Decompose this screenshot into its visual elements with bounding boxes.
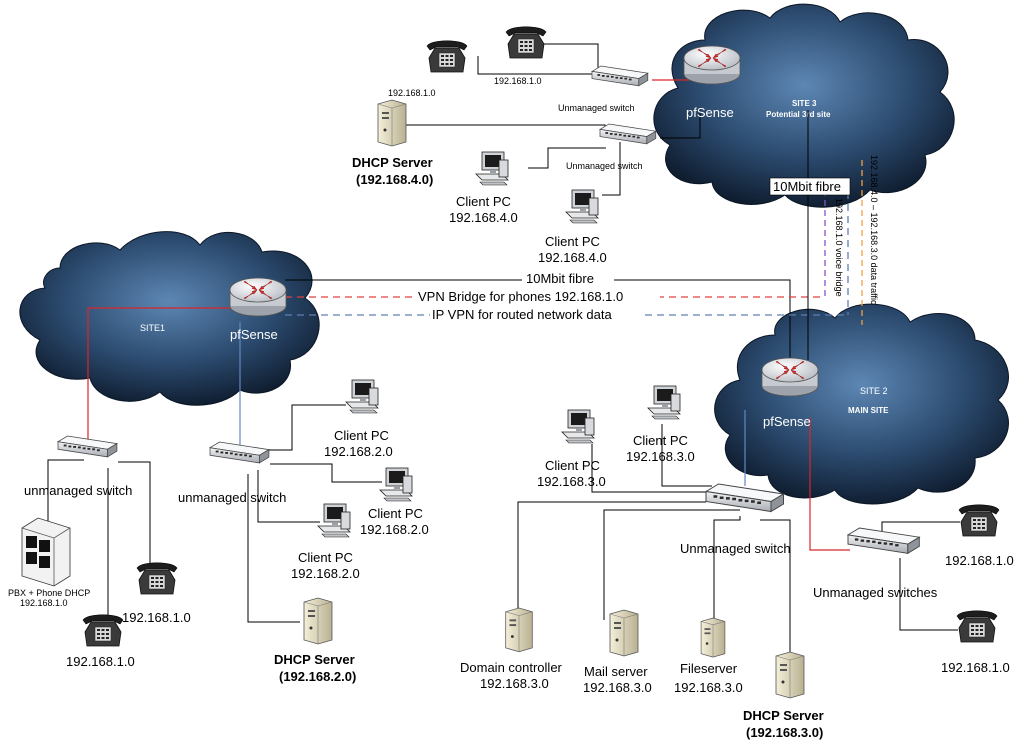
phone-site2-b: [956, 610, 998, 643]
phone-site2-b-ip: 192.168.1.0: [941, 660, 1010, 675]
dhcp-site1-name: DHCP Server: [274, 652, 355, 667]
inter-site-links: 10Mbit fibre VPN Bridge for phones 192.1…: [285, 110, 879, 360]
pbx-site1-ip: 192.168.1.0: [20, 598, 68, 608]
mail-ip: 192.168.3.0: [583, 680, 652, 695]
site1-cloud: SITE1: [19, 231, 320, 406]
domain-controller-server: [505, 607, 533, 653]
phone-site2-a: [958, 504, 1000, 537]
switch-site2-main-label: Unmanaged switch: [680, 541, 791, 556]
router-site1: [229, 277, 287, 317]
router-site2-label: pfSense: [763, 414, 811, 429]
client-pc-site2-a: [561, 409, 595, 444]
voice-bridge-label: 192.168.1.0 voice bridge: [834, 198, 844, 297]
fibre-link-label: 10Mbit fibre: [526, 271, 594, 286]
client-pc-site3-b: [565, 189, 599, 224]
file-name: Fileserver: [680, 661, 738, 676]
dc-ip: 192.168.3.0: [480, 676, 549, 691]
switch-site3-a: [591, 65, 649, 87]
dhcp-site3-name: DHCP Server: [352, 155, 433, 170]
dhcp-site1-ip: (192.168.2.0): [279, 669, 356, 684]
pc-site2-b-ip: 192.168.3.0: [626, 449, 695, 464]
pc-site2-b-name: Client PC: [633, 433, 688, 448]
site3-network: pfSense 192.168.1.0 192.168.1.0 Unmanage…: [352, 26, 741, 265]
phone-site1-b-ip: 192.168.1.0: [66, 654, 135, 669]
fibre-site3-label: 10Mbit fibre: [773, 179, 841, 194]
client-pc-site1-a: [345, 379, 379, 414]
dhcp-site3-ip: (192.168.4.0): [356, 172, 433, 187]
site1-label: SITE1: [140, 323, 165, 333]
site1-network: pfSense unmanaged switch unmanaged switc…: [8, 277, 429, 684]
vpn-bridge-label: VPN Bridge for phones 192.168.1.0: [418, 289, 623, 304]
pc-site3-a-ip: 192.168.4.0: [449, 210, 518, 225]
phone-site3-b-ip: 192.168.1.0: [494, 76, 542, 86]
site2-label: SITE 2: [860, 386, 888, 396]
data-traffic-label: 192.168.4.0 – 192.168.3.0 data traffic: [869, 155, 879, 305]
pc-site1-a-name: Client PC: [334, 428, 389, 443]
phone-site1-a: [136, 562, 178, 595]
router-site2: [761, 357, 819, 397]
pc-site1-c-ip: 192.168.2.0: [291, 566, 360, 581]
phone-site2-a-ip: 192.168.1.0: [945, 553, 1014, 568]
pc-site1-b-name: Client PC: [368, 506, 423, 521]
switch-site1-phones-label: unmanaged switch: [24, 483, 132, 498]
site3-sublabel: Potential 3rd site: [766, 110, 831, 119]
pc-site2-a-ip: 192.168.3.0: [537, 474, 606, 489]
client-pc-site3-a: [475, 151, 509, 186]
dhcp-server-site3: [377, 99, 407, 147]
fileserver: [700, 617, 726, 658]
site2-network: pfSense Unmanaged switch Unmanaged switc…: [460, 357, 1014, 740]
pc-site1-c-name: Client PC: [298, 550, 353, 565]
pbx-site1: [21, 517, 71, 587]
mail-name: Mail server: [584, 664, 648, 679]
switch-site2-phones-label: Unmanaged switches: [813, 585, 938, 600]
switch-site2-main: [705, 483, 785, 513]
pc-site1-b-ip: 192.168.2.0: [360, 522, 429, 537]
ip-vpn-label: IP VPN for routed network data: [432, 307, 612, 322]
site2-cloud: SITE 2 MAIN SITE: [714, 303, 1009, 505]
dhcp-site2-ip: (192.168.3.0): [746, 725, 823, 740]
dhcp-site2-name: DHCP Server: [743, 708, 824, 723]
switch-site3-b-label: Unmanaged switch: [566, 161, 643, 171]
phone-site1-a-ip: 192.168.1.0: [122, 610, 191, 625]
mail-server: [609, 609, 639, 657]
dhcp-server-site1: [303, 597, 333, 645]
client-pc-site1-c: [317, 503, 351, 538]
router-site3: [683, 45, 741, 85]
pc-site3-b-ip: 192.168.4.0: [538, 250, 607, 265]
pc-site3-a-name: Client PC: [456, 194, 511, 209]
site3-label: SITE 3: [792, 99, 817, 108]
site2-sublabel: MAIN SITE: [848, 406, 889, 415]
pc-site2-a-name: Client PC: [545, 458, 600, 473]
dc-name: Domain controller: [460, 660, 563, 675]
pc-site1-a-ip: 192.168.2.0: [324, 444, 393, 459]
router-site3-label: pfSense: [686, 105, 734, 120]
file-ip: 192.168.3.0: [674, 680, 743, 695]
dhcp-server-site2: [775, 651, 805, 699]
phone-site3-a-ip: 192.168.1.0: [388, 88, 436, 98]
client-pc-site2-b: [647, 385, 681, 420]
phone-site3-b: [505, 26, 547, 59]
switch-site1-phones: [57, 435, 118, 458]
router-site1-label: pfSense: [230, 327, 278, 342]
pc-site3-b-name: Client PC: [545, 234, 600, 249]
switch-site3-a-label: Unmanaged switch: [558, 103, 635, 113]
client-pc-site1-b: [379, 467, 413, 502]
switch-site2-phones: [847, 527, 920, 554]
switch-site3-b: [599, 123, 657, 145]
switch-site1-data-label: unmanaged switch: [178, 490, 286, 505]
phone-site1-b: [82, 614, 124, 647]
switch-site1-data: [209, 441, 270, 464]
pbx-site1-name: PBX + Phone DHCP: [8, 588, 90, 598]
phone-site3-a: [426, 40, 468, 73]
